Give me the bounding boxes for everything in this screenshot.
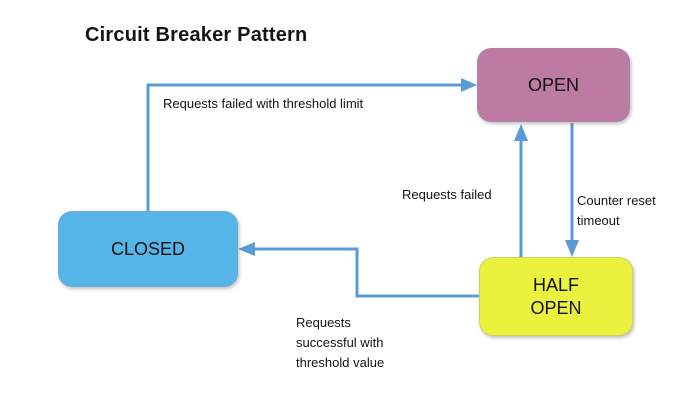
arrow-open-to-half-open-head-icon (565, 240, 579, 257)
arrow-half-open-to-closed-line (255, 247, 479, 298)
arrow-half-open-to-open (514, 124, 528, 257)
edge-label-closed-to-open: Requests failed with threshold limit (163, 96, 364, 111)
state-half-open-label: HALF OPEN (530, 274, 582, 318)
arrow-open-to-half-open (565, 123, 579, 257)
arrow-half-open-to-open-head-icon (514, 124, 528, 141)
edge-label-open-to-half-open: Counter reset timeout (577, 193, 656, 228)
diagram-title: Circuit Breaker Pattern (85, 24, 308, 46)
arrow-half-open-to-closed (238, 242, 479, 298)
edge-label-half-open-to-open: Requests failed (402, 187, 492, 202)
state-open-node: OPEN (477, 48, 630, 122)
state-half-open-node: HALF OPEN (479, 257, 633, 336)
arrow-half-open-to-closed-head-icon (238, 242, 255, 256)
state-closed-label: CLOSED (110, 238, 186, 259)
edge-label-half-open-to-closed: Requests successful with threshold value (296, 315, 385, 370)
state-closed-node: CLOSED (58, 211, 238, 287)
state-open-label: OPEN (527, 74, 579, 95)
arrow-closed-to-open-head-icon (461, 78, 477, 92)
